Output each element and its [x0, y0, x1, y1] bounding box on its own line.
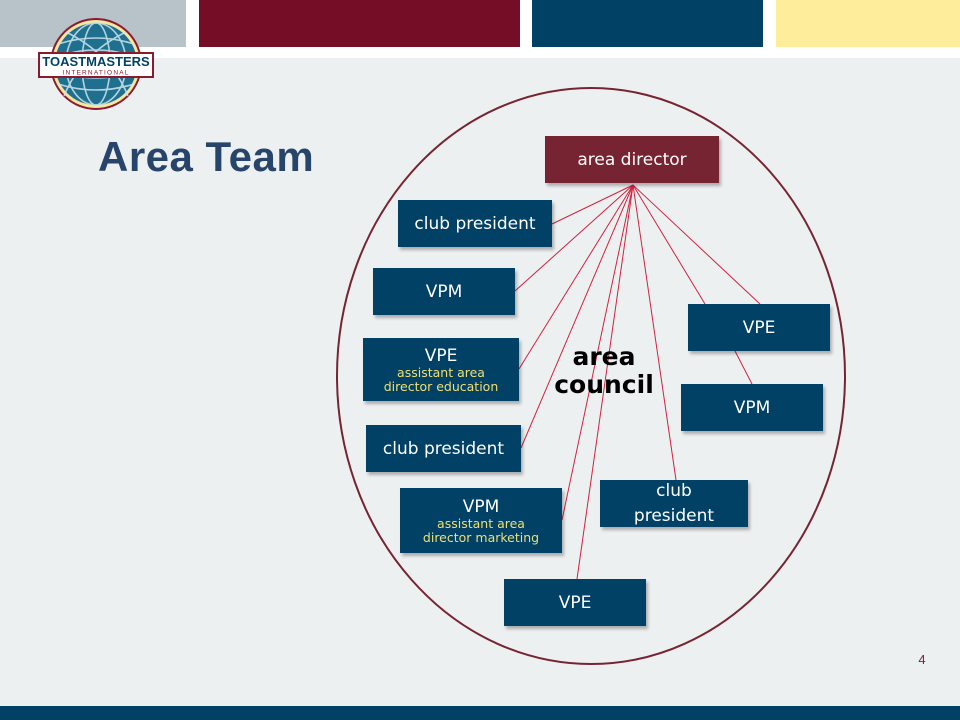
- node-label: VPE: [742, 317, 776, 338]
- club-president-box-2: club president: [366, 425, 521, 472]
- area-director-label: area director: [577, 149, 687, 170]
- header-bar-maroon: [199, 0, 520, 47]
- area-director-box: area director: [545, 136, 719, 183]
- toastmasters-logo: TOASTMASTERS INTERNATIONAL: [38, 18, 154, 110]
- logo-text-sub: INTERNATIONAL: [62, 70, 129, 77]
- node-label: VPM: [733, 397, 771, 418]
- area-council-label-line2: council: [554, 370, 654, 399]
- vpm-marketing-box: VPM assistant area director marketing: [400, 488, 562, 553]
- vpe-box-right: VPE: [688, 304, 830, 351]
- page-number: 4: [918, 652, 926, 667]
- area-council-label: area council: [552, 343, 656, 399]
- connector-lines: [514, 184, 761, 580]
- node-label-line2: president: [633, 505, 715, 526]
- club-president-box-3: club president: [600, 480, 748, 527]
- vpm-box-right: VPM: [681, 384, 823, 431]
- club-president-box-1: club president: [398, 200, 552, 247]
- vpe-education-box: VPE assistant area director education: [363, 338, 519, 401]
- node-sublabel-line2: director education: [383, 378, 499, 394]
- node-sublabel-line2: director marketing: [422, 529, 540, 545]
- logo-text-main: TOASTMASTERS: [42, 54, 150, 69]
- node-label: club president: [382, 438, 505, 459]
- area-council-label-line1: area: [572, 342, 636, 371]
- footer-bar: [0, 706, 960, 720]
- node-label: VPM: [462, 496, 500, 517]
- vpe-box-bottom: VPE: [504, 579, 646, 626]
- node-label: VPM: [425, 281, 463, 302]
- node-label: club president: [414, 213, 536, 234]
- vpm-box-1: VPM: [373, 268, 515, 315]
- header-bar-yellow: [776, 0, 960, 47]
- page-title: Area Team: [98, 133, 315, 180]
- header-bar-navy: [532, 0, 763, 47]
- node-label: VPE: [424, 345, 458, 366]
- area-council-boundary: [336, 87, 846, 665]
- node-sublabel-line1: assistant area: [437, 515, 525, 531]
- node-sublabel-line1: assistant area: [397, 364, 485, 380]
- node-label: VPE: [558, 592, 592, 613]
- node-label-line1: club: [656, 480, 692, 501]
